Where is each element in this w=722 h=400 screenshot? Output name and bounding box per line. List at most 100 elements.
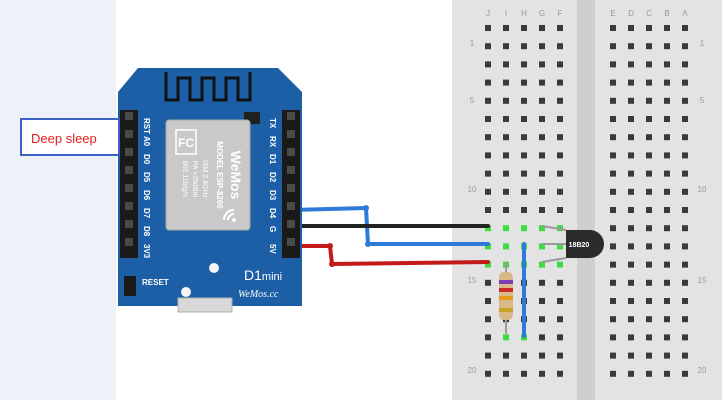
breadboard-hole [682, 43, 688, 50]
breadboard-hole [646, 134, 652, 141]
breadboard-hole [646, 261, 652, 268]
reset-button[interactable] [124, 276, 136, 296]
breadboard-hole [646, 116, 652, 122]
resistor-band-2 [499, 288, 513, 292]
pin-label-5v: 5V [268, 244, 277, 254]
breadboard-hole [485, 79, 491, 86]
breadboard-hole [521, 79, 527, 86]
breadboard-hole [628, 188, 634, 195]
reset-label: RESET [142, 278, 169, 287]
wires [290, 205, 490, 267]
wire-red-bend-2 [329, 261, 335, 267]
breadboard-hole [521, 43, 527, 50]
breadboard-hole [664, 97, 670, 104]
breadboard-hole [485, 370, 491, 377]
breadboard-hole [628, 298, 634, 304]
breadboard-hole [539, 43, 545, 50]
breadboard-hole [682, 207, 688, 213]
breadboard-hole-active [539, 225, 545, 232]
breadboard-column-letters: J I H G F E D C B A [486, 9, 688, 18]
breadboard-hole [628, 152, 634, 159]
breadboard-hole [646, 279, 652, 286]
breadboard-hole [485, 352, 491, 359]
breadboard-hole [628, 79, 634, 86]
breadboard-hole [521, 188, 527, 195]
breadboard-hole [521, 352, 527, 359]
breadboard-hole [682, 134, 688, 141]
breadboard-hole [682, 225, 688, 232]
deep-sleep-label: Deep sleep [31, 131, 97, 146]
pin-label-d3: D3 [268, 190, 277, 201]
resistor-band-3 [499, 296, 513, 300]
breadboard-hole [521, 370, 527, 377]
breadboard-hole [682, 370, 688, 377]
mount-hole [209, 263, 219, 273]
sensor-lead-1 [541, 225, 567, 231]
left-panel [0, 0, 116, 400]
breadboard-hole [539, 170, 545, 177]
breadboard-hole [610, 116, 616, 122]
breadboard-hole [539, 188, 545, 195]
breadboard-hole-active [503, 225, 509, 232]
breadboard-hole [557, 316, 563, 323]
breadboard-hole [503, 43, 509, 50]
breadboard-hole [628, 370, 634, 377]
breadboard-hole [503, 207, 509, 213]
breadboard-hole-active [557, 261, 563, 268]
breadboard-hole [610, 298, 616, 304]
breadboard-hole [664, 43, 670, 50]
board-name-suffix: mini [262, 271, 282, 283]
breadboard-hole [610, 25, 616, 31]
pin-label-rst: RST [142, 118, 151, 134]
breadboard-hole [628, 316, 634, 323]
breadboard-hole [628, 134, 634, 141]
breadboard-hole [682, 352, 688, 359]
deep-sleep-annotation: Deep sleep [20, 118, 120, 156]
breadboard-hole [628, 25, 634, 31]
breadboard-hole [646, 170, 652, 177]
breadboard-hole [557, 61, 563, 68]
right-header-pin [287, 238, 295, 246]
breadboard-hole [646, 298, 652, 304]
breadboard-hole [485, 279, 491, 286]
breadboard-hole [664, 243, 670, 250]
chip-brand-label: WeMos [228, 151, 244, 200]
breadboard-hole [628, 116, 634, 122]
breadboard-hole [557, 334, 563, 341]
breadboard-hole [539, 334, 545, 341]
col-letter-g: G [539, 9, 545, 18]
breadboard-hole [610, 370, 616, 377]
row-number-15-right: 15 [698, 276, 707, 285]
col-letter-i: I [505, 9, 507, 18]
breadboard-hole [503, 170, 509, 177]
breadboard-hole [610, 170, 616, 177]
breadboard-hole [610, 279, 616, 286]
breadboard-hole [539, 116, 545, 122]
breadboard-hole [682, 97, 688, 104]
right-header-pin [287, 166, 295, 174]
breadboard-hole [521, 170, 527, 177]
breadboard-hole [646, 316, 652, 323]
row-number-5-right: 5 [700, 96, 705, 105]
row-number-10: 10 [468, 185, 477, 194]
breadboard-hole [682, 316, 688, 323]
col-letter-a: A [682, 9, 688, 18]
left-header-pin [125, 202, 133, 210]
breadboard-hole [664, 152, 670, 159]
breadboard-hole [664, 334, 670, 341]
breadboard-hole [646, 352, 652, 359]
pin-label-d4: D4 [268, 208, 277, 219]
breadboard-hole-active [539, 261, 545, 268]
breadboard-hole [521, 134, 527, 141]
breadboard-hole [503, 152, 509, 159]
breadboard-hole [628, 261, 634, 268]
left-header-pin [125, 130, 133, 138]
breadboard-hole [503, 352, 509, 359]
breadboard-hole [628, 97, 634, 104]
breadboard-hole [682, 298, 688, 304]
breadboard-hole [485, 97, 491, 104]
breadboard-hole [682, 61, 688, 68]
breadboard: J I H G F E D C B A 1 5 10 15 20 1 5 10 … [452, 0, 722, 400]
breadboard-hole [628, 243, 634, 250]
